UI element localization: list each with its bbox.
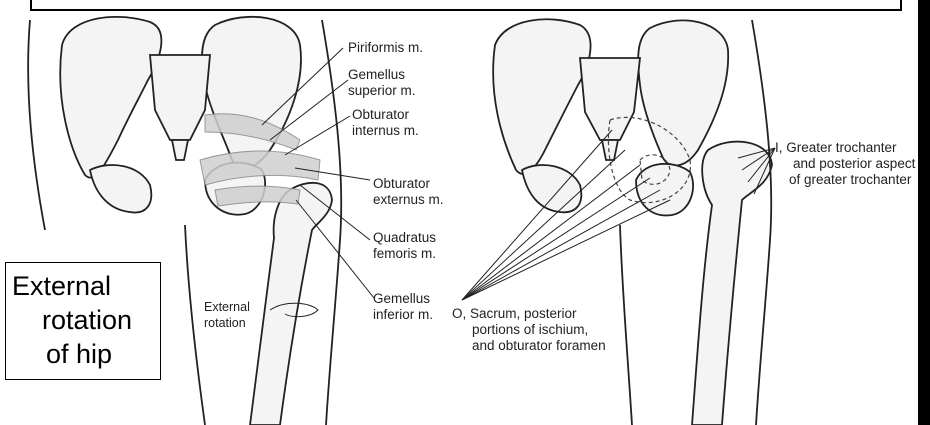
title-line-3: of hip bbox=[46, 339, 112, 369]
top-frame-bar bbox=[30, 0, 902, 11]
right-fig-left-iliac bbox=[493, 19, 590, 174]
left-iliac-wing bbox=[60, 17, 161, 178]
right-fig-sacrum bbox=[580, 58, 640, 140]
left-thigh-contour bbox=[185, 225, 205, 425]
left-waist-contour bbox=[28, 20, 45, 230]
left-ischium bbox=[90, 165, 151, 213]
label-insertion: I, Greater trochanter and posterior aspe… bbox=[775, 140, 915, 188]
right-body-contour bbox=[752, 20, 771, 425]
label-gemellus-superior: Gemellus superior m. bbox=[348, 67, 416, 99]
label-external-rotation: External rotation bbox=[204, 299, 250, 331]
coccyx bbox=[172, 140, 188, 160]
right-fig-ischium-right bbox=[636, 164, 693, 216]
left-body-contour bbox=[322, 20, 341, 425]
label-origin: O, Sacrum, posterior portions of ischium… bbox=[452, 306, 606, 354]
sacrum bbox=[150, 55, 210, 140]
right-edge-bar bbox=[918, 0, 930, 425]
title-box: External rotation of hip bbox=[5, 262, 161, 380]
right-fig-ischium-left bbox=[522, 165, 581, 212]
label-quadratus-femoris: Quadratus femoris m. bbox=[373, 230, 436, 262]
label-gemellus-inferior: Gemellus inferior m. bbox=[373, 291, 433, 323]
title-line-2: rotation bbox=[42, 305, 132, 335]
title-line-1: External bbox=[12, 271, 111, 301]
right-femur bbox=[692, 142, 772, 425]
right-fig-right-iliac bbox=[638, 20, 728, 165]
label-piriformis: Piriformis m. bbox=[348, 40, 423, 56]
right-thigh-contour bbox=[620, 225, 632, 425]
label-obturator-internus: Obturator internus m. bbox=[352, 107, 419, 139]
left-femur bbox=[250, 183, 332, 425]
label-obturator-externus: Obturator externus m. bbox=[373, 176, 444, 208]
